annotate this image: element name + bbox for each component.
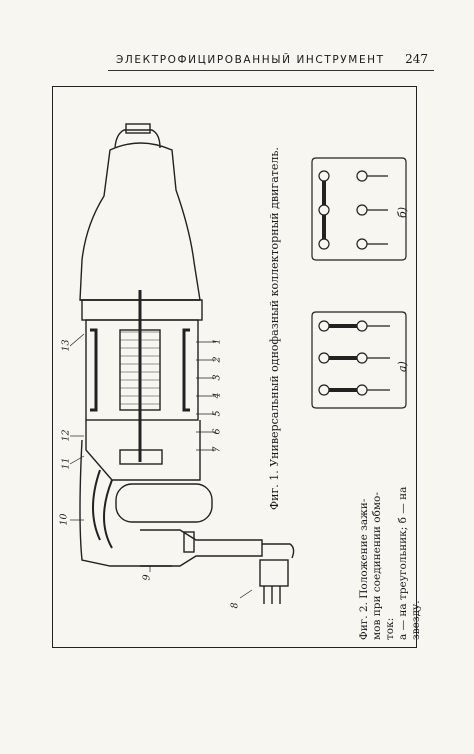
callout-9: 9 (141, 574, 153, 581)
callout-6: 6 (211, 428, 223, 435)
callout-12: 12 (60, 429, 72, 442)
callout-8: 8 (229, 602, 241, 609)
figure1-caption: Фиг. 1. Универсальный однофазный коллект… (268, 147, 281, 510)
figure2-caption-line-4: а — на треугольник; б — на (397, 486, 409, 640)
callout-5: 5 (211, 410, 223, 417)
callout-7: 7 (211, 446, 223, 453)
figure2-caption-line-5: звезду. (410, 600, 422, 640)
callout-2: 2 (211, 356, 223, 363)
callout-11: 11 (60, 457, 72, 470)
running-title: ЭЛЕКТРОФИЦИРОВАННЫЙ ИНСТРУМЕНТ (116, 54, 385, 66)
figure2-caption-line-2: мов при соединении обмо- (371, 492, 383, 640)
figure2-caption-line-1: Фиг. 2. Положение зажи- (358, 498, 370, 640)
page-number: 247 (405, 52, 428, 66)
callout-13: 13 (60, 339, 72, 352)
running-head: ЭЛЕКТРОФИЦИРОВАННЫЙ ИНСТРУМЕНТ 247 (92, 52, 432, 70)
callout-1: 1 (211, 338, 223, 345)
figure2-label-b: б) (396, 206, 409, 218)
callout-10: 10 (58, 513, 70, 526)
figure2-label-a: а) (396, 361, 409, 372)
callout-3: 3 (211, 374, 223, 381)
figure-frame (52, 86, 417, 648)
header-rule (108, 70, 434, 71)
figure2-caption: Фиг. 2. Положение зажи- мов при соединен… (358, 487, 423, 640)
callout-4: 4 (211, 392, 223, 399)
figure2-caption-line-3: ток: (384, 617, 396, 640)
